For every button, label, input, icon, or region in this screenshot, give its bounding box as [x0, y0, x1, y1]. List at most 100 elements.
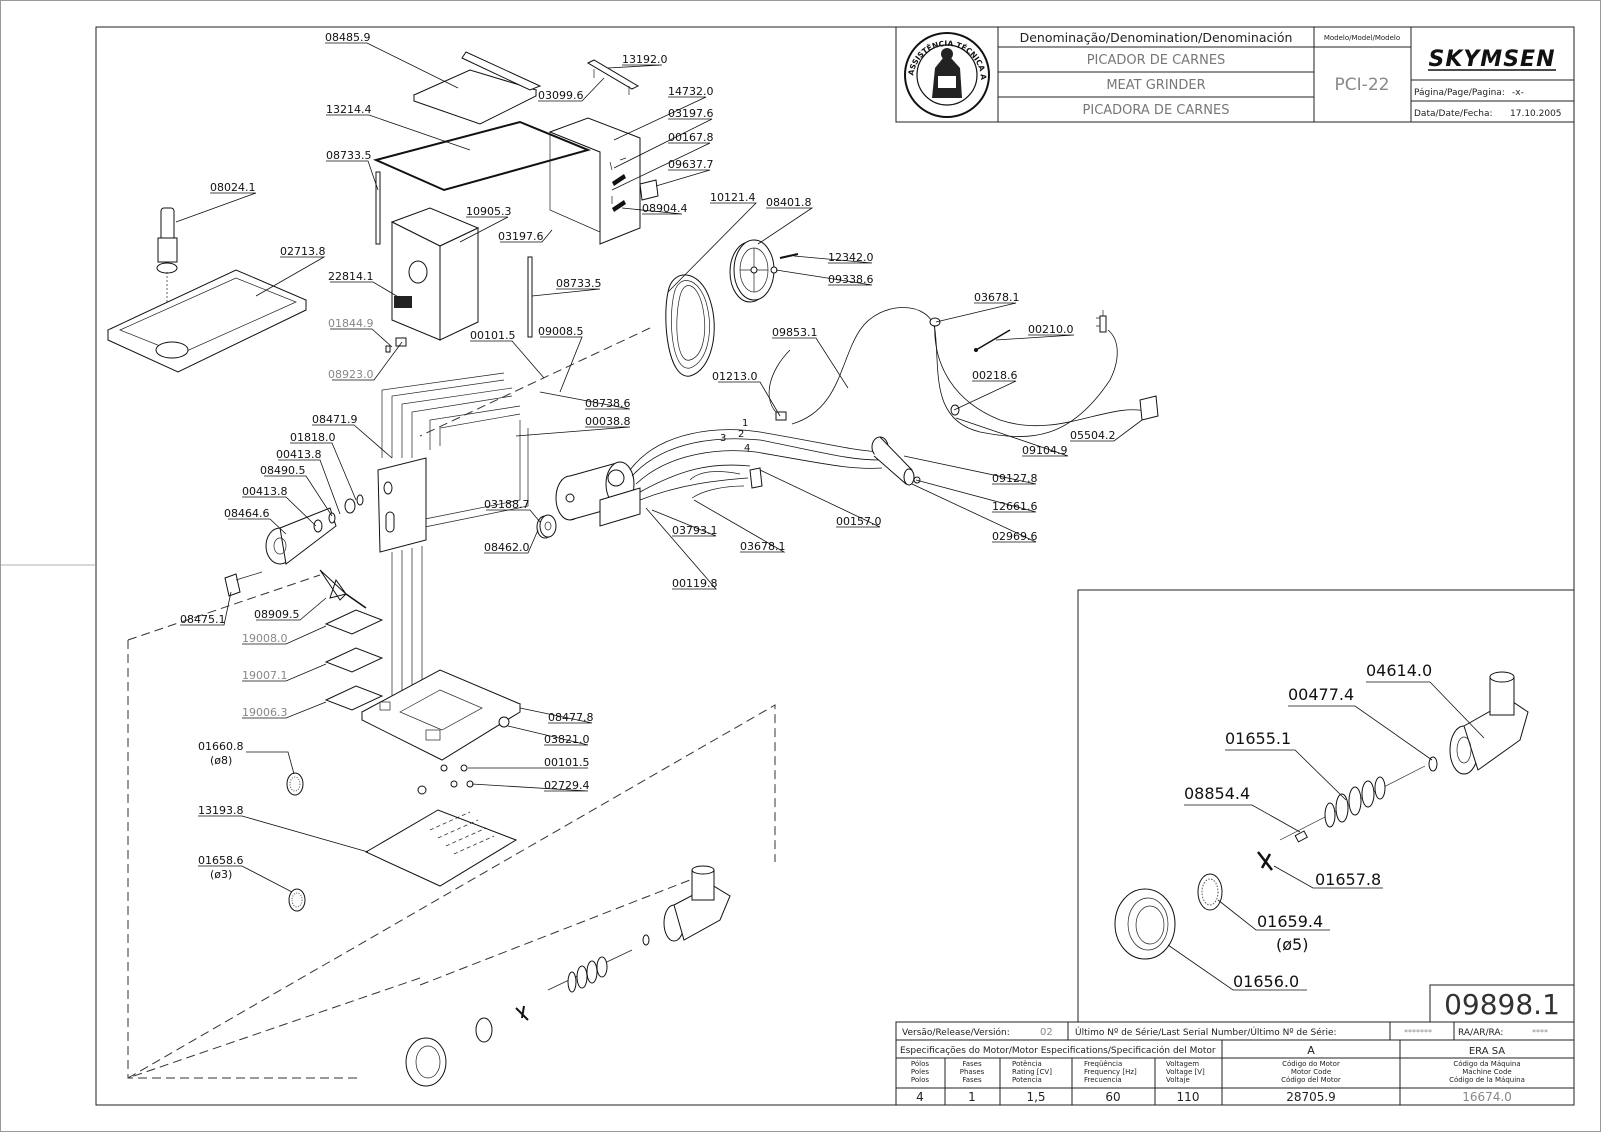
- name-english: MEAT GRINDER: [1106, 78, 1205, 93]
- motor-spec-block: Versão/Release/Versión: 02 Último Nº de …: [895, 1021, 1575, 1106]
- label-diam3: (ø3): [210, 868, 232, 881]
- label-08462-0: 08462.0: [484, 541, 530, 554]
- svg-text:Machine Code: Machine Code: [1462, 1068, 1511, 1076]
- frequency-value: 60: [1105, 1090, 1120, 1104]
- machine-code-value: 16674.0: [1462, 1090, 1512, 1104]
- svg-text:Phases: Phases: [960, 1068, 985, 1076]
- column-a: A: [1307, 1044, 1315, 1057]
- date-value: 17.10.2005: [1510, 109, 1562, 119]
- detail-label-08854: 08854.4: [1184, 784, 1250, 803]
- belt: [665, 274, 715, 377]
- capacitor: [871, 436, 915, 486]
- cable-clamp: [974, 329, 1011, 352]
- svg-text:Frequency [Hz]: Frequency [Hz]: [1084, 1068, 1137, 1076]
- detail-label-01656: 01656.0: [1233, 972, 1299, 991]
- label-08733-5-b: 08733.5: [556, 277, 602, 290]
- label-03678-1-b: 03678.1: [740, 540, 786, 553]
- grinder-plate: [475, 1017, 493, 1043]
- label-01660-8: 01660.8: [198, 740, 244, 753]
- label-01818-0: 01818.0: [290, 431, 336, 444]
- exploded-view: 1 2 3 4: [106, 51, 1159, 1087]
- svg-text:Fases: Fases: [962, 1076, 982, 1084]
- side-strip-upper: [375, 171, 381, 245]
- detail-label-00477: 00477.4: [1288, 685, 1354, 704]
- label-13193-8: 13193.8: [198, 804, 244, 817]
- shaft-bearings: [313, 481, 393, 533]
- motor-code-value: 28705.9: [1286, 1090, 1336, 1104]
- chassis-frame: [377, 372, 529, 710]
- label-09104-9: 09104.9: [1022, 444, 1068, 457]
- model-header: Modelo/Model/Modelo: [1324, 34, 1400, 42]
- svg-text:Polos: Polos: [911, 1076, 929, 1084]
- switch-cover: [395, 337, 407, 347]
- version-label: Versão/Release/Versión:: [902, 1027, 1010, 1038]
- label-03197-6-b: 03197.6: [498, 230, 544, 243]
- svg-text:Código del Motor: Código del Motor: [1281, 1076, 1341, 1084]
- motor-wires: [629, 429, 883, 501]
- page-label: Página/Page/Pagina:: [1414, 88, 1505, 98]
- label-10121-4: 10121.4: [710, 191, 756, 204]
- label-00119-8: 00119.8: [672, 577, 718, 590]
- label-00101-5-b: 00101.5: [544, 756, 590, 769]
- label-09008-5: 09008.5: [538, 325, 584, 338]
- detail-knife: [1257, 851, 1273, 871]
- detail-grinder-body: [1449, 671, 1529, 775]
- label-08904-4: 08904.4: [642, 202, 688, 215]
- detail-auger: [1279, 765, 1426, 841]
- plate-3mm: [288, 888, 306, 912]
- label-13192-0: 13192.0: [622, 53, 668, 66]
- svg-text:Fases: Fases: [962, 1060, 982, 1068]
- drawing-border: [95, 26, 1575, 1106]
- label-14732-0: 14732.0: [668, 85, 714, 98]
- name-spanish: PICADORA DE CARNES: [1083, 103, 1230, 118]
- label-12661-6: 12661.6: [992, 500, 1038, 513]
- strain-relief: [950, 404, 960, 416]
- model-number: PCI-22: [1335, 75, 1390, 95]
- serial-label: Último Nº de Série/Last Serial Number/Úl…: [1075, 1026, 1337, 1038]
- label-08477-8: 08477.8: [548, 711, 594, 724]
- label-13214-4: 13214.4: [326, 103, 372, 116]
- detail-pin: [1294, 830, 1308, 843]
- pulley-bolt: [779, 253, 799, 259]
- top-lid: [412, 51, 542, 125]
- front-housing: [390, 207, 480, 341]
- ra-label: RA/AR/RA:: [1458, 1028, 1503, 1038]
- label-12342-0: 12342.0: [828, 251, 874, 264]
- bottom-cover: [364, 809, 518, 887]
- svg-text:Freqüência: Freqüência: [1084, 1060, 1122, 1068]
- label-08490-5: 08490.5: [260, 464, 306, 477]
- label-08485-9: 08485.9: [325, 31, 371, 44]
- plate-8mm: [286, 772, 304, 796]
- label-22814-1: 22814.1: [328, 270, 374, 283]
- grinder-auger: [547, 949, 633, 993]
- power-value: 1,5: [1026, 1090, 1045, 1104]
- detail-label-01657: 01657.8: [1315, 870, 1381, 889]
- label-02969-6: 02969.6: [992, 530, 1038, 543]
- side-strip-lower: [527, 256, 533, 338]
- label-01213-0: 01213.0: [712, 370, 758, 383]
- label-03188-7: 03188.7: [484, 498, 530, 511]
- label-08401-8: 08401.8: [766, 196, 812, 209]
- wire-number-3: 3: [720, 433, 726, 444]
- svg-text:SKYMSEN: SKYMSEN: [1428, 47, 1555, 72]
- feet-and-nuts: [417, 764, 474, 795]
- label-03821-0: 03821.0: [544, 733, 590, 746]
- label-03099-6: 03099.6: [538, 89, 584, 102]
- page-value: -x-: [1512, 88, 1524, 98]
- svg-text:Voltaje: Voltaje: [1166, 1076, 1190, 1084]
- label-08471-9: 08471.9: [312, 413, 358, 426]
- svg-text:Potencia: Potencia: [1012, 1076, 1042, 1084]
- poles-value: 4: [916, 1090, 924, 1104]
- svg-text:Motor Code: Motor Code: [1291, 1068, 1331, 1076]
- svg-text:Voltage [V]: Voltage [V]: [1166, 1068, 1205, 1076]
- label-00038-8: 00038.8: [585, 415, 631, 428]
- detail-ring-nut: [1114, 888, 1176, 960]
- label-00167-8: 00167.8: [668, 131, 714, 144]
- label-01658-6: 01658.6: [198, 854, 244, 867]
- wire-number-2: 2: [738, 429, 744, 440]
- label-08464-6: 08464.6: [224, 507, 270, 520]
- label-00101-5-a: 00101.5: [470, 329, 516, 342]
- motor-spec-label: Especificações do Motor/Motor Especifica…: [900, 1045, 1216, 1056]
